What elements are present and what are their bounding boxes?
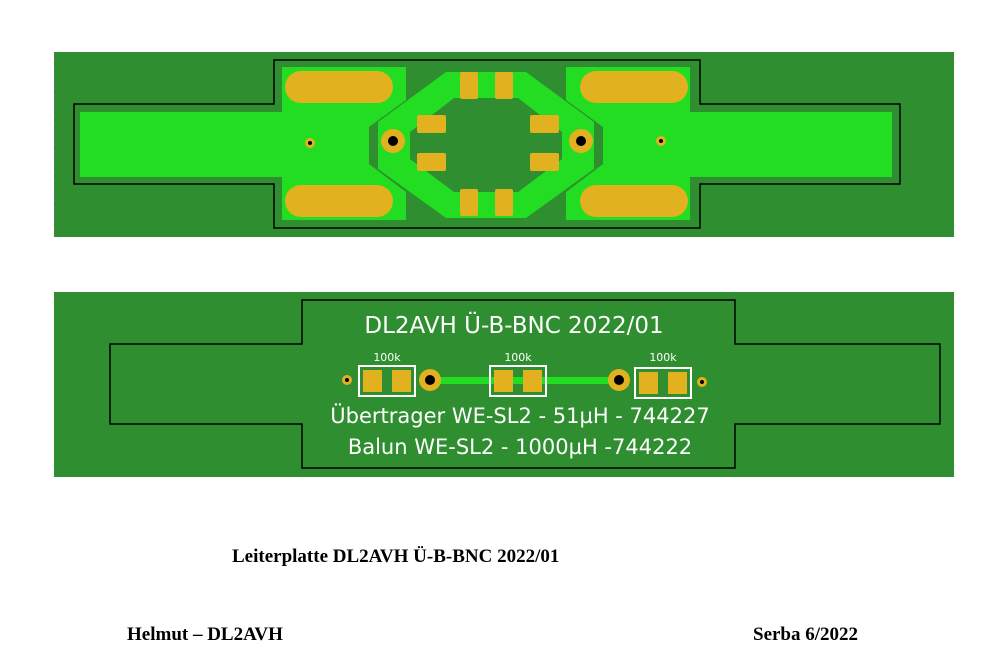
copper-pour-left [80, 67, 406, 220]
pcb-bottom-view: DL2AVH Ü-B-BNC 2022/01 100k 100k 100k [54, 292, 954, 477]
smd-pad [417, 153, 446, 171]
via-hole [656, 136, 666, 146]
via-hole [608, 369, 630, 391]
smd-pad [460, 189, 478, 216]
smd-pad [530, 115, 559, 133]
pad-large-top-right [580, 71, 688, 103]
resistor-value-label: 100k [373, 351, 401, 364]
copper-pour-right [566, 67, 892, 220]
pad-large-bottom-left [285, 185, 393, 217]
copper-center-island [410, 98, 562, 192]
document-author: Helmut – DL2AVH [127, 624, 283, 645]
smd-pad [495, 72, 513, 99]
resistor-r2: 100k [489, 351, 547, 397]
pad-large-top-left [285, 71, 393, 103]
via-hole [381, 129, 405, 153]
pad-large-bottom-right [580, 185, 688, 217]
board-cut-outline [109, 299, 941, 469]
pcb-bottom-svg: DL2AVH Ü-B-BNC 2022/01 100k 100k 100k [54, 292, 954, 477]
silkscreen-line-1: Übertrager WE-SL2 - 51µH - 744227 [330, 403, 709, 428]
via-hole [342, 375, 352, 385]
resistor-value-label: 100k [504, 351, 532, 364]
resistor-r3: 100k [634, 351, 692, 399]
resistor-value-label: 100k [649, 351, 677, 364]
document-place-date: Serba 6/2022 [753, 624, 859, 645]
smd-pad [460, 72, 478, 99]
via-hole [569, 129, 593, 153]
smd-pad [495, 189, 513, 216]
via-hole [697, 377, 707, 387]
resistor-r1: 100k [358, 351, 416, 397]
smd-pad [530, 153, 559, 171]
smd-pad [417, 115, 446, 133]
silkscreen-line-2: Balun WE-SL2 - 1000µH -744222 [348, 435, 692, 459]
via-hole [305, 138, 315, 148]
document-caption-title: Leiterplatte DL2AVH Ü-B-BNC 2022/01 [232, 546, 560, 567]
pcb-top-view [54, 52, 954, 237]
board-cut-outline [73, 59, 901, 229]
pcb-top-svg [54, 52, 954, 237]
via-hole [419, 369, 441, 391]
silkscreen-title: DL2AVH Ü-B-BNC 2022/01 [364, 311, 663, 339]
